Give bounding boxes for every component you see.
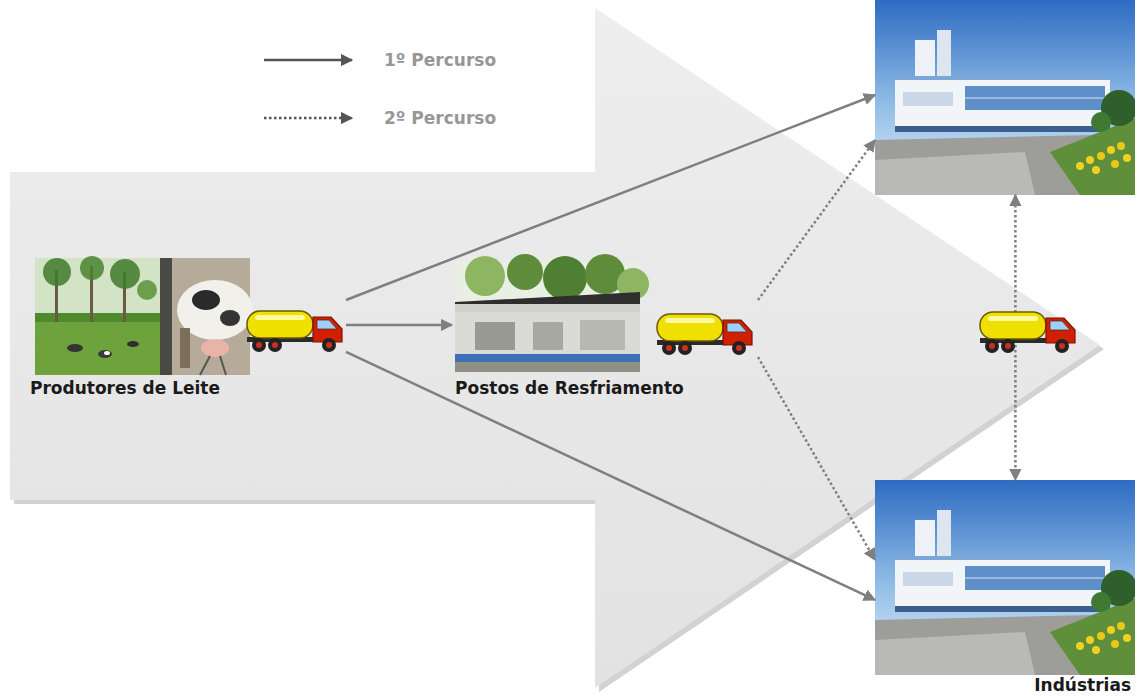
cooling-station-photo-part (475, 322, 515, 350)
milking-photo-part (160, 258, 172, 375)
farm-photo-part (104, 351, 110, 355)
connector-group (346, 95, 1015, 600)
industry-photo-part (875, 480, 1137, 675)
tanker-truck (980, 312, 1075, 353)
cooling-station-photo-part (455, 362, 640, 372)
stage-node: Produtores de Leite (28, 258, 346, 398)
stage-node: Postos de Resfriamento (452, 262, 758, 398)
node-label: Postos de Resfriamento (455, 378, 684, 398)
second-route-arrow (758, 140, 875, 300)
second-route-arrow (758, 357, 875, 560)
milking-photo-part (220, 310, 240, 326)
first-route-arrow (346, 324, 452, 327)
tanker-truck-part (247, 311, 342, 352)
legend-sample (262, 110, 362, 126)
farm-photo-part (35, 313, 160, 375)
cooling-station-photo-part (455, 304, 640, 312)
stage-node: Indústrias (875, 480, 1135, 695)
dotted-line-sample (264, 117, 352, 120)
stage-node (875, 0, 1135, 195)
node-label-holder: Produtores de Leite (28, 378, 346, 398)
legend-entry: 1º Percurso (262, 48, 496, 72)
milking-photo (160, 258, 253, 375)
farm-photo-part (137, 280, 157, 300)
cooling-station-photo-part (465, 256, 505, 296)
cooling-station-photo (455, 254, 649, 372)
farm-photo-part (67, 344, 83, 352)
farm-photo-part (35, 313, 160, 322)
node-label: Produtores de Leite (30, 378, 220, 398)
legend-sample (262, 52, 362, 68)
industry-photo (875, 480, 1137, 675)
farm-photo-part (80, 256, 104, 280)
farm-photo-part (110, 259, 140, 289)
tanker-truck (657, 314, 752, 355)
cooling-station-photo-part (455, 354, 640, 362)
farm-photo-part (98, 350, 112, 358)
milking-photo-part (200, 356, 210, 375)
milking-photo-part (201, 339, 229, 357)
milking-photo-part (220, 356, 226, 375)
farm-photo (35, 256, 160, 375)
industry-photo (875, 0, 1137, 195)
farm-photo-part (127, 341, 139, 347)
cooling-station-photo-part (543, 256, 587, 300)
solid-line-sample (264, 59, 352, 62)
farm-photo-part (43, 258, 71, 286)
first-route-arrow (346, 352, 875, 600)
node-label-holder: Postos de Resfriamento (452, 378, 758, 398)
tanker-truck-part (657, 314, 752, 355)
cooling-station-photo-part (455, 292, 640, 314)
industry-photo-part (875, 0, 1137, 195)
milking-photo-part (180, 328, 190, 368)
legend-label: 1º Percurso (384, 50, 496, 70)
tanker-truck-part (980, 312, 1075, 353)
first-route-arrow (346, 95, 875, 300)
legend-entry: 2º Percurso (262, 106, 496, 130)
milking-photo-part (192, 290, 220, 310)
tanker-truck (247, 311, 342, 352)
cooling-station-photo-part (455, 312, 640, 356)
cooling-station-photo-part (507, 254, 543, 290)
node-label-holder: Indústrias (875, 675, 1135, 695)
cooling-station-photo-part (580, 320, 625, 350)
node-label: Indústrias (1034, 675, 1131, 695)
legend-label: 2º Percurso (384, 108, 496, 128)
cooling-station-photo-part (533, 322, 563, 350)
